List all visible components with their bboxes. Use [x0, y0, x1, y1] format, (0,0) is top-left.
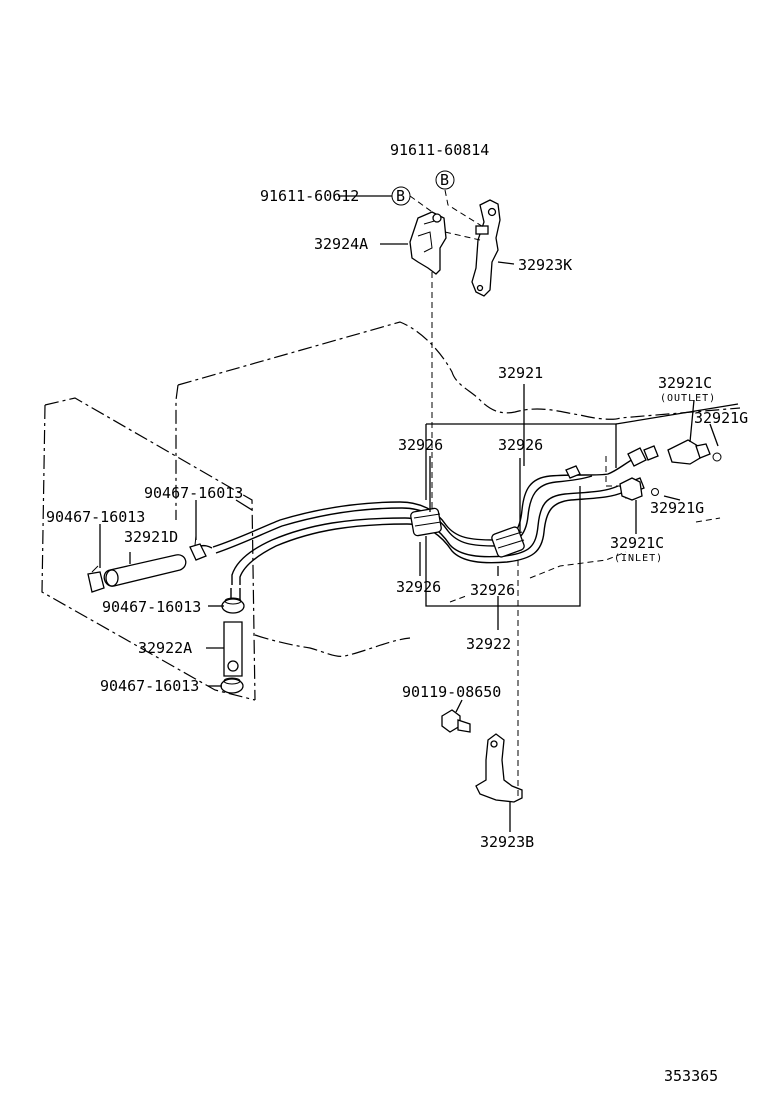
part-label-32921: 32921 — [498, 364, 543, 382]
inlet-note: (INLET) — [614, 553, 663, 564]
cooler-pipes — [199, 457, 636, 600]
bracket-32923k — [471, 199, 501, 297]
bolt-90119 — [441, 709, 471, 733]
part-labels: 91611-60814 91611-60612 32924A 32923K 32… — [46, 141, 748, 1085]
ref-b-circle-top: B — [435, 170, 455, 190]
part-label-90119-08650: 90119-08650 — [402, 683, 501, 701]
part-label-32921g-top: 32921G — [694, 409, 748, 427]
detail-box — [425, 403, 739, 607]
part-label-32926-b: 32926 — [498, 436, 543, 454]
part-label-91611-60814: 91611-60814 — [390, 141, 489, 159]
part-label-90467-16013-d: 90467-16013 — [100, 677, 199, 695]
part-label-32921c-outlet: 32921C — [658, 374, 712, 392]
part-label-32923k: 32923K — [518, 256, 572, 274]
part-label-32924a: 32924A — [314, 235, 368, 253]
part-label-32921g-mid: 32921G — [650, 499, 704, 517]
leaders-top — [338, 189, 515, 520]
part-label-32922a: 32922A — [138, 639, 192, 657]
hose-clamp-left — [87, 565, 105, 593]
union-outlet-32921c — [667, 439, 722, 465]
hose-32921d — [103, 554, 187, 587]
part-label-90467-16013-c: 90467-16013 — [102, 598, 201, 616]
union-inlet-32921c — [619, 477, 659, 501]
hose-clamp-lower — [220, 677, 244, 694]
bracket-32923b — [475, 733, 523, 803]
hose-clamp-mid — [221, 597, 245, 614]
hose-clamp-upper — [189, 535, 207, 561]
ref-b-circle-left: B — [391, 186, 411, 206]
part-label-32926-d: 32926 — [470, 581, 515, 599]
part-label-32921d: 32921D — [124, 528, 178, 546]
engine-outline — [41, 321, 741, 701]
part-label-32922: 32922 — [466, 635, 511, 653]
part-label-32923b: 32923B — [480, 833, 534, 851]
part-label-32926-c: 32926 — [396, 578, 441, 596]
ref-b-letter: B — [396, 187, 405, 205]
pipe-clamp-left — [410, 507, 442, 537]
part-label-90467-16013-b: 90467-16013 — [46, 508, 145, 526]
part-label-91611-60612: 91611-60612 — [260, 187, 359, 205]
outlet-note: (OUTLET) — [660, 393, 716, 404]
hose-32922a — [223, 621, 243, 677]
leader-lines — [99, 384, 721, 832]
part-label-90467-16013-a: 90467-16013 — [144, 484, 243, 502]
pipe-clamp-right — [491, 526, 525, 558]
bracket-32924a — [409, 211, 447, 275]
catalog-number: 353365 — [664, 1067, 718, 1085]
part-label-32921c-inlet: 32921C — [610, 534, 664, 552]
ref-b-letter: B — [440, 171, 449, 189]
part-label-32926-a: 32926 — [398, 436, 443, 454]
